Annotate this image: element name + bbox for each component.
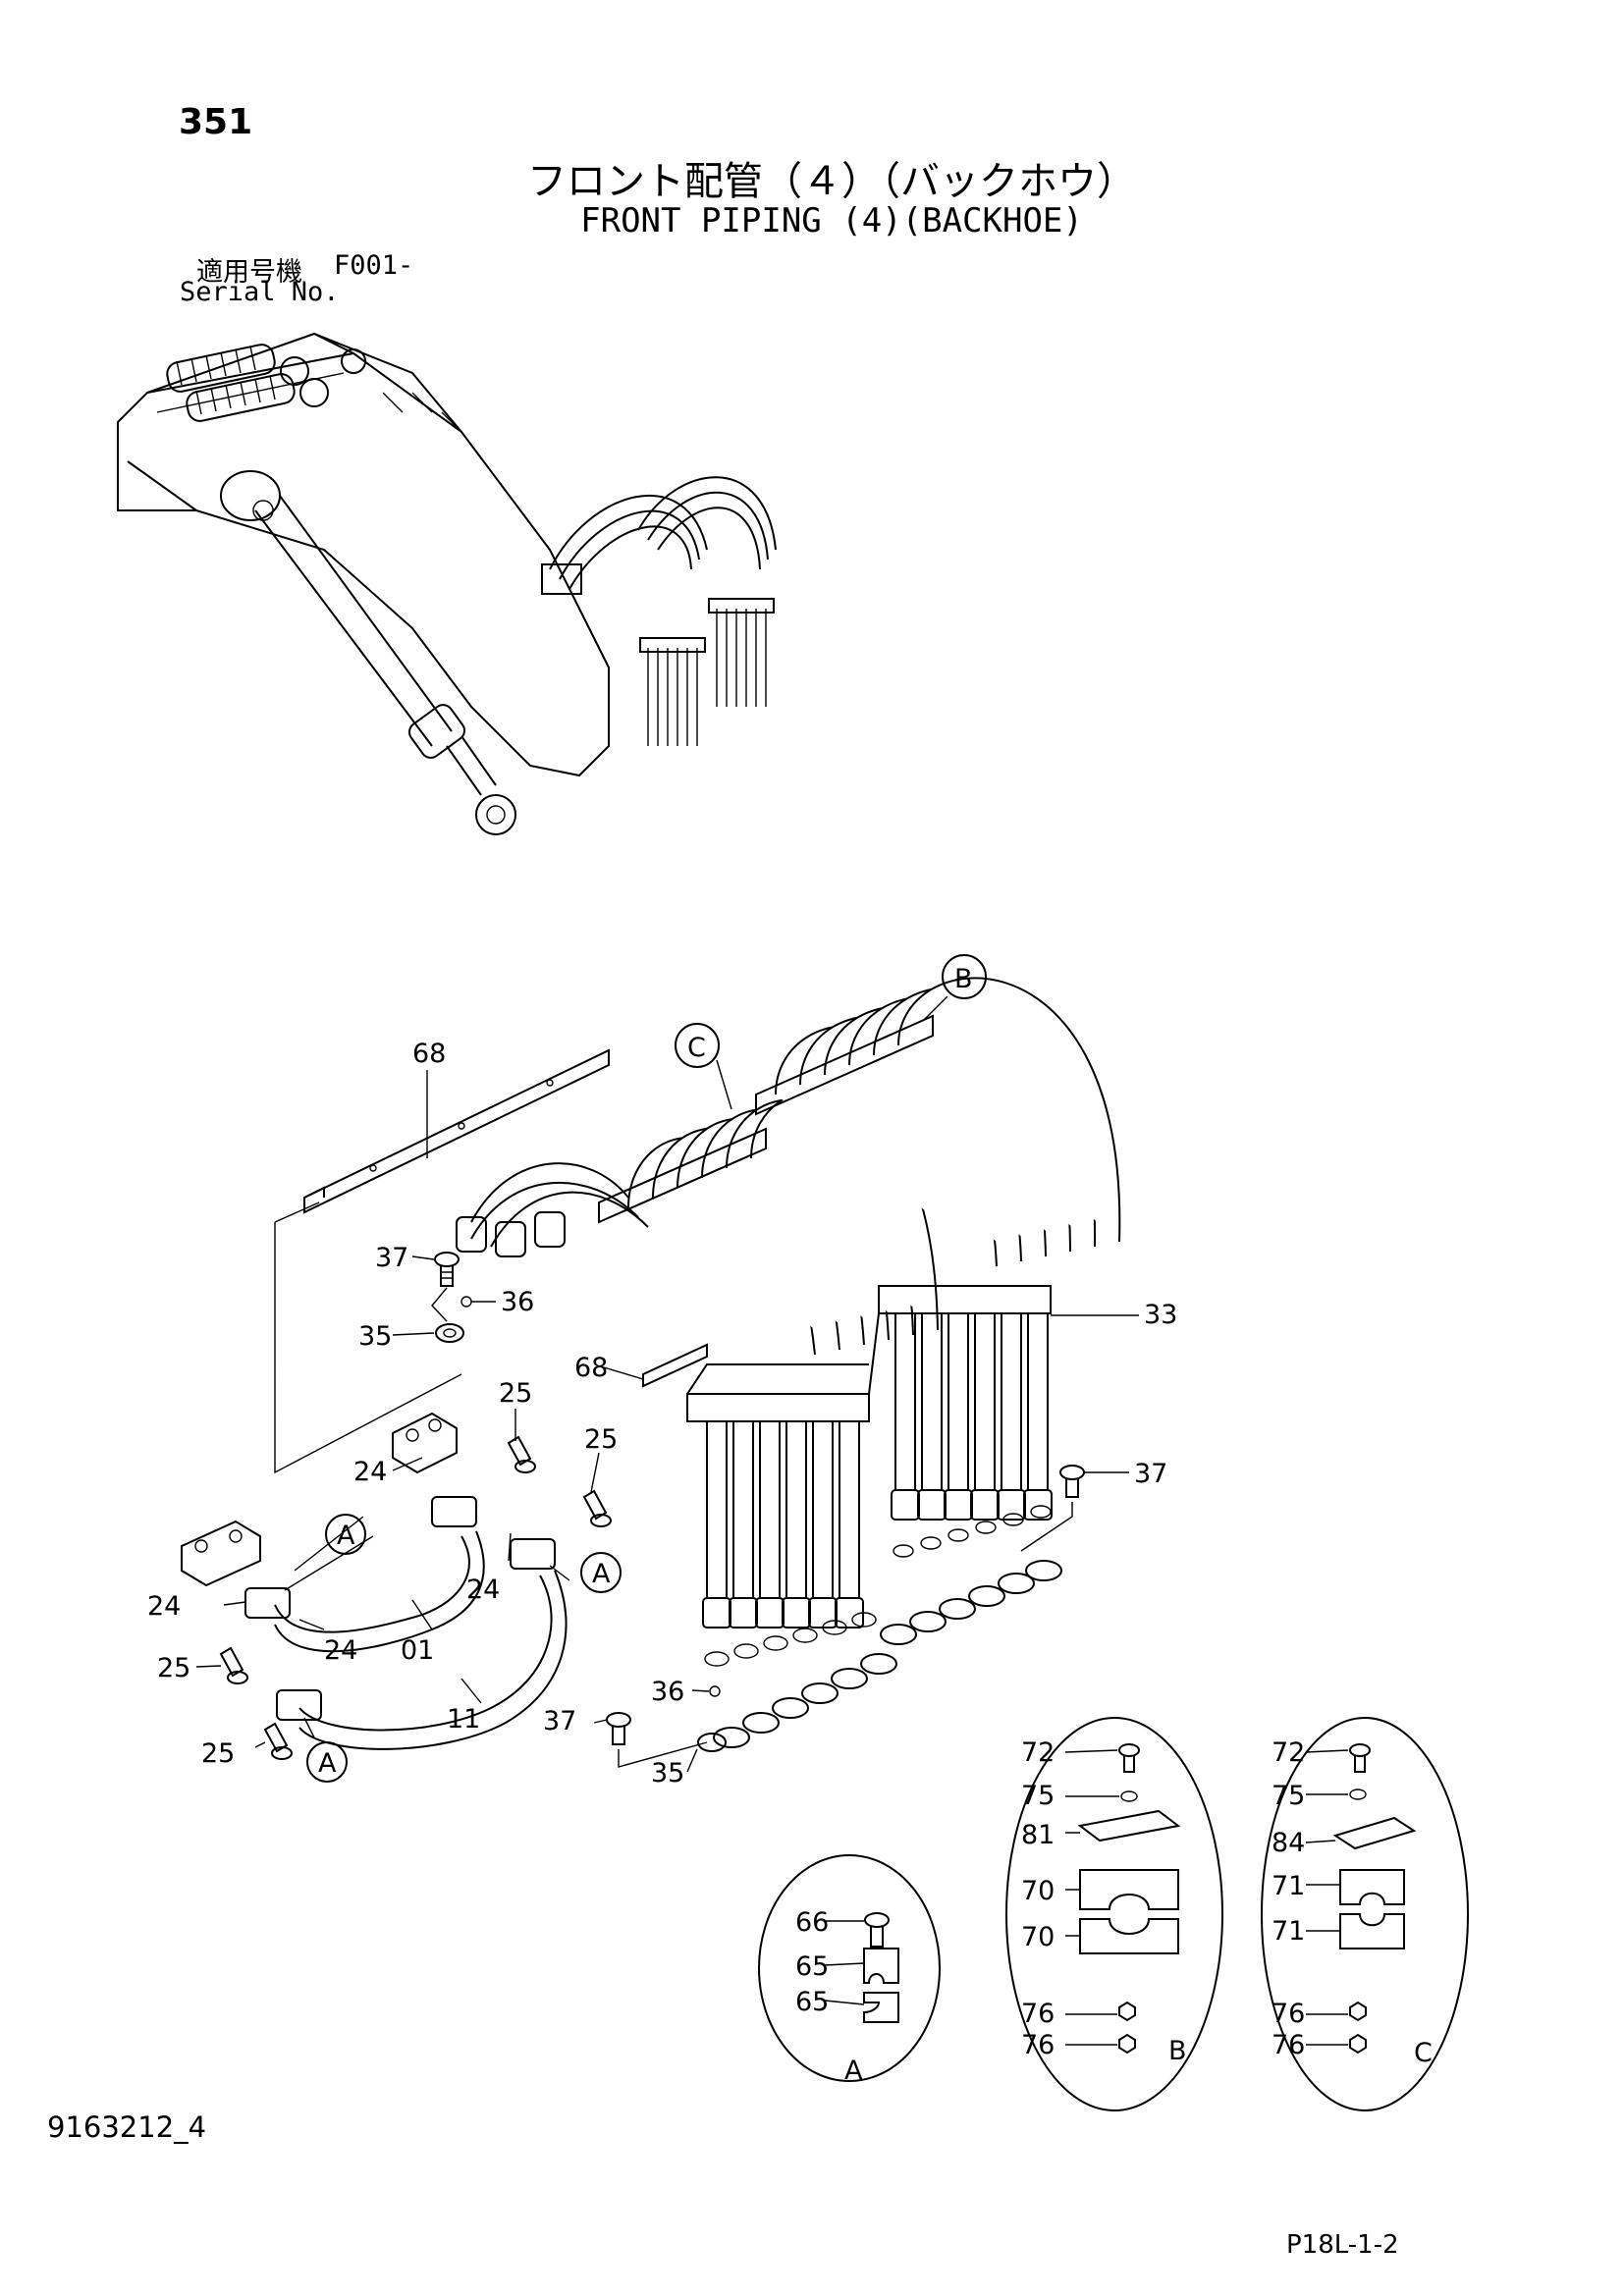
bolt-37-upper xyxy=(434,1252,460,1287)
callout-65-a: 65 xyxy=(795,1951,829,1982)
callout-25-c: 25 xyxy=(157,1653,190,1683)
callout-75-c: 75 xyxy=(1272,1781,1305,1811)
callout-76-d: 76 xyxy=(1272,2030,1305,2060)
serial-value: F001- xyxy=(334,250,414,281)
view-marker-a-3: A xyxy=(306,1741,348,1783)
boom-overview-illustration xyxy=(117,332,777,835)
callout-24-b: 24 xyxy=(147,1591,181,1622)
callout-36-upper: 36 xyxy=(501,1287,534,1317)
pipe-11 xyxy=(276,1538,568,1750)
serial-label-english: Serial No. xyxy=(180,277,340,307)
plate-bracket-frame xyxy=(274,1201,462,1474)
callout-65-b: 65 xyxy=(795,1987,829,2017)
detail-view-b: 72 75 81 70 70 76 76 B xyxy=(1005,1717,1223,2111)
callout-37-right: 37 xyxy=(1134,1459,1167,1489)
callout-25-b: 25 xyxy=(584,1424,618,1455)
piping-exploded-view: 68 37 36 35 33 68 25 25 24 24 24 24 25 2… xyxy=(147,954,1177,1789)
callout-25-a: 25 xyxy=(499,1378,532,1409)
boom-cylinders xyxy=(166,344,366,422)
ring-35-lower xyxy=(697,1733,727,1752)
callout-37-lower: 37 xyxy=(543,1706,576,1736)
callout-01: 01 xyxy=(401,1635,434,1666)
callout-70-a: 70 xyxy=(1021,1876,1055,1906)
vertical-hoses-right xyxy=(891,1312,1053,1521)
callout-36-lower: 36 xyxy=(651,1677,684,1707)
callout-24-a: 24 xyxy=(353,1457,387,1487)
svg-text:B: B xyxy=(954,964,973,994)
view-marker-b: B xyxy=(942,954,987,999)
boom-hose-bundle xyxy=(541,476,777,746)
callout-71-b: 71 xyxy=(1272,1916,1305,1947)
detail-c-label: C xyxy=(1414,2038,1433,2068)
callout-37-upper: 37 xyxy=(375,1243,408,1273)
view-marker-a-2: A xyxy=(580,1552,622,1593)
document-code: 9163212_4 xyxy=(47,2110,207,2144)
leader-lines xyxy=(195,995,1139,1773)
washer-36-lower xyxy=(709,1685,721,1697)
pipe-clamp-blocks xyxy=(181,1412,458,1587)
hose-clamp-lower-left xyxy=(686,1393,870,1422)
callout-33: 33 xyxy=(1144,1300,1177,1330)
ring-35-upper xyxy=(435,1323,464,1343)
title-english: FRONT PIPING (4)(BACKHOE) xyxy=(580,201,1083,240)
view-marker-c: C xyxy=(675,1023,720,1068)
callout-35-lower: 35 xyxy=(651,1758,684,1789)
sheet-code: P18L-1-2 xyxy=(1286,2230,1399,2260)
detail-b-label: B xyxy=(1168,2036,1187,2066)
callout-76-a: 76 xyxy=(1021,1999,1055,2029)
callout-76-b: 76 xyxy=(1021,2030,1055,2060)
plate-68-upper xyxy=(303,1048,610,1214)
callout-70-b: 70 xyxy=(1021,1922,1055,1952)
seal-rings xyxy=(704,1505,1062,1748)
detail-view-c: 72 75 84 71 71 76 76 C xyxy=(1261,1717,1469,2111)
callout-25-d: 25 xyxy=(201,1738,235,1769)
callout-68-upper: 68 xyxy=(412,1039,446,1069)
callout-66: 66 xyxy=(795,1907,829,1938)
vertical-hoses-left xyxy=(702,1420,864,1629)
title-japanese: フロント配管（４）（バックホウ） xyxy=(527,159,1136,204)
view-marker-a-1: A xyxy=(325,1514,366,1555)
svg-text:C: C xyxy=(687,1033,706,1063)
callout-76-c: 76 xyxy=(1272,1999,1305,2029)
callout-72-b: 72 xyxy=(1021,1737,1055,1768)
svg-text:A: A xyxy=(318,1748,337,1779)
callout-71-a: 71 xyxy=(1272,1871,1305,1901)
callout-84: 84 xyxy=(1272,1828,1305,1858)
arm-cylinder xyxy=(220,470,516,835)
callout-68-lower: 68 xyxy=(574,1353,608,1383)
bolt-37-lower xyxy=(606,1712,631,1745)
hose-group-b xyxy=(755,977,1121,1267)
detail-a-label: A xyxy=(844,2056,863,2086)
callout-81: 81 xyxy=(1021,1820,1055,1850)
callout-24-c: 24 xyxy=(466,1575,500,1605)
bolt-37-right xyxy=(1059,1465,1085,1498)
serial-label-japanese: 適用号機 xyxy=(196,257,302,288)
callout-72-c: 72 xyxy=(1272,1737,1305,1768)
callout-11: 11 xyxy=(447,1704,480,1735)
page-number: 351 xyxy=(179,102,253,142)
callout-75-b: 75 xyxy=(1021,1781,1055,1811)
plate-68-lower xyxy=(642,1343,708,1388)
washer-36-upper xyxy=(460,1296,472,1308)
svg-text:A: A xyxy=(592,1559,611,1589)
bolts-25 xyxy=(219,1435,612,1760)
pipe-01 xyxy=(244,1496,485,1653)
callout-24-d: 24 xyxy=(324,1635,357,1666)
callout-35-upper: 35 xyxy=(358,1321,392,1352)
detail-view-a: 66 65 65 A xyxy=(758,1854,941,2086)
svg-text:A: A xyxy=(337,1521,355,1551)
